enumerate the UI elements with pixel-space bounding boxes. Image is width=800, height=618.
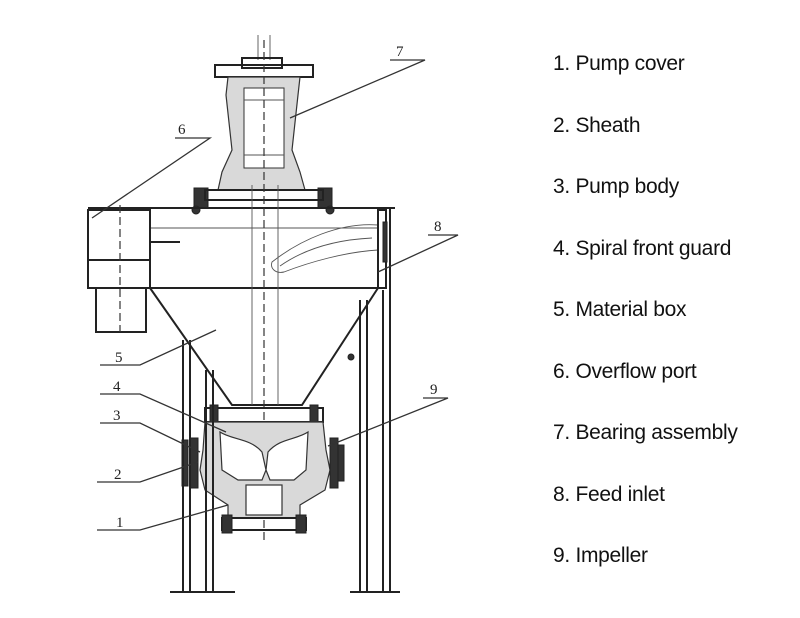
overflow-port-drawing bbox=[87, 205, 151, 333]
shaft-centerlines bbox=[251, 40, 279, 540]
legend-item-pump-body: 3. Pump body bbox=[553, 175, 679, 198]
callout-9: 9 bbox=[430, 382, 438, 398]
legend-item-material-box: 5. Material box bbox=[553, 298, 687, 321]
bearing-assembly-drawing bbox=[191, 57, 335, 215]
legend-item-overflow-port: 6. Overflow port bbox=[553, 359, 697, 383]
callout-4: 4 bbox=[113, 379, 121, 395]
callout-5: 5 bbox=[115, 350, 123, 366]
callout-8: 8 bbox=[434, 219, 442, 235]
legend-item-spiral-front-guard: 4. Spiral front guard bbox=[553, 236, 732, 260]
drive-shaft bbox=[257, 35, 271, 60]
callout-3: 3 bbox=[113, 408, 121, 424]
legend-item-feed-inlet: 8. Feed inlet bbox=[553, 482, 665, 506]
legend-item-bearing-assembly: 7. Bearing assembly bbox=[553, 421, 738, 444]
callout-2: 2 bbox=[114, 467, 122, 483]
callout-7: 7 bbox=[396, 44, 404, 60]
legend-item-pump-cover: 1. Pump cover bbox=[553, 52, 685, 75]
callout-6: 6 bbox=[178, 122, 186, 138]
callout-1: 1 bbox=[116, 515, 124, 531]
feed-inlet-drawing bbox=[271, 209, 388, 289]
leader-lines bbox=[91, 59, 459, 531]
material-box-drawing bbox=[88, 207, 395, 406]
legend-item-sheath: 2. Sheath bbox=[553, 113, 641, 137]
legend-item-impeller: 9. Impeller bbox=[553, 544, 648, 567]
support-legs bbox=[170, 208, 400, 593]
parts-legend: 1. Pump cover 2. Sheath 3. Pump body 4. … bbox=[553, 52, 738, 606]
